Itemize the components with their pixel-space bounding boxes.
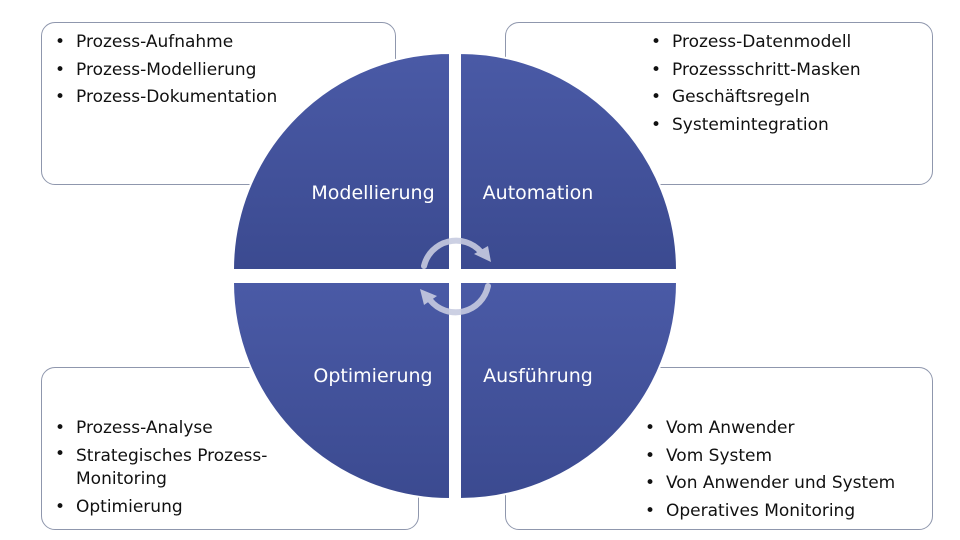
- list-item: Operatives Monitoring: [638, 498, 895, 526]
- list-item: Prozess-Aufnahme: [48, 29, 277, 57]
- quadrant-label-modellierung: Modellierung: [311, 182, 434, 204]
- list-item: Strategisches Prozess-Monitoring: [48, 443, 298, 494]
- quadrant-modellierung: [231, 51, 451, 271]
- list-optimierung: Prozess-Analyse Strategisches Prozess-Mo…: [48, 415, 298, 521]
- quadrant-optimierung: [231, 281, 451, 501]
- list-item: Prozess-Dokumentation: [48, 84, 277, 112]
- list-item: Prozess-Modellierung: [48, 57, 277, 85]
- list-item: Vom System: [638, 443, 895, 471]
- list-item: Prozess-Datenmodell: [644, 29, 861, 57]
- list-item: Vom Anwender: [638, 415, 895, 443]
- list-item: Optimierung: [48, 494, 298, 522]
- list-automation: Prozess-Datenmodell Prozessschritt-Maske…: [644, 29, 861, 139]
- list-item: Systemintegration: [644, 112, 861, 140]
- quadrant-automation: [459, 51, 679, 271]
- quadrant-label-optimierung: Optimierung: [313, 365, 432, 387]
- list-item: Prozess-Analyse: [48, 415, 298, 443]
- list-ausfuehrung: Vom Anwender Vom System Von Anwender und…: [638, 415, 895, 525]
- quadrant-label-ausfuehrung: Ausführung: [483, 365, 593, 387]
- list-item: Geschäftsregeln: [644, 84, 861, 112]
- list-item: Prozessschritt-Masken: [644, 57, 861, 85]
- circular-arrows-icon: [420, 237, 491, 316]
- list-modellierung: Prozess-Aufnahme Prozess-Modellierung Pr…: [48, 29, 277, 112]
- quadrant-ausfuehrung: [459, 281, 679, 501]
- quadrant-label-automation: Automation: [483, 182, 594, 204]
- list-item: Von Anwender und System: [638, 470, 895, 498]
